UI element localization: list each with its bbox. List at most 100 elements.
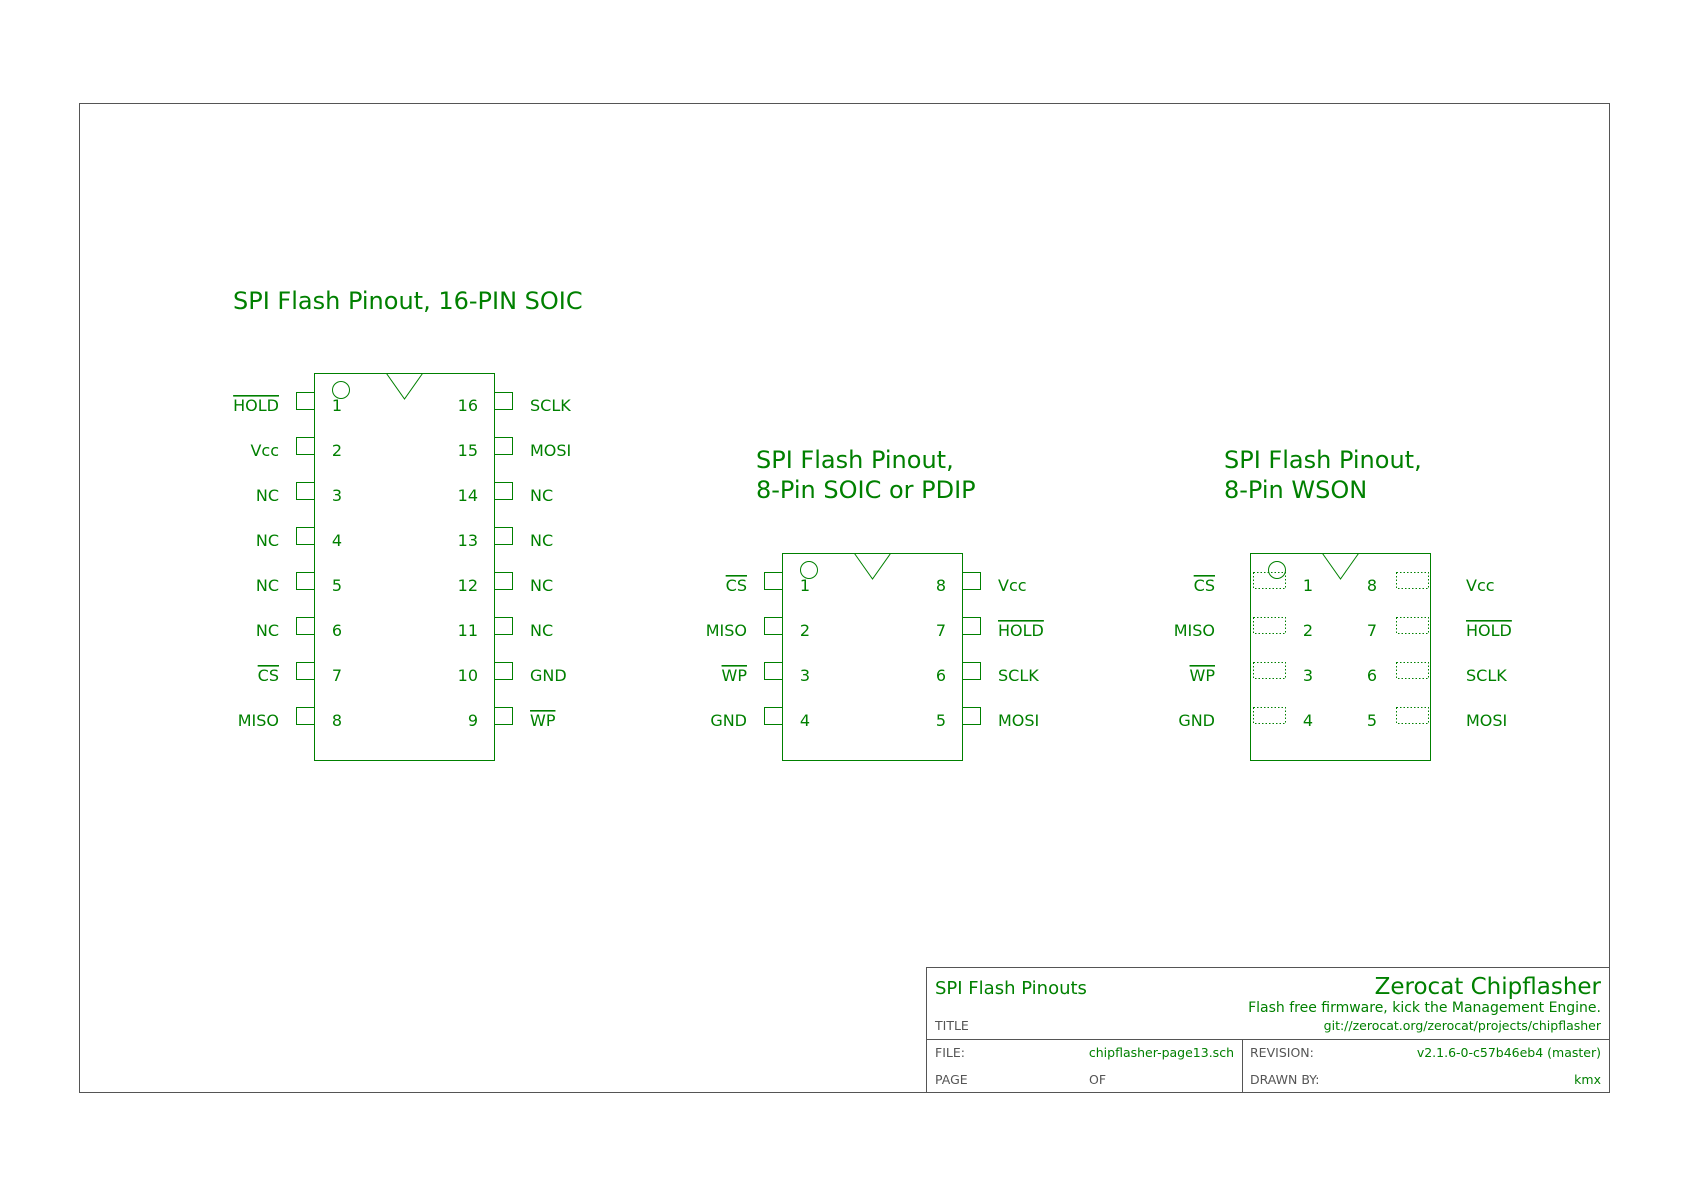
pin-number: 15: [458, 441, 478, 460]
pin-name: WP: [722, 666, 748, 685]
pin-number: 4: [332, 531, 342, 550]
diagram-title: 8-Pin SOIC or PDIP: [756, 476, 976, 504]
pin-name: MOSI: [1466, 711, 1507, 730]
pinout-soic8: SPI Flash Pinout,8-Pin SOIC or PDIP CS 1MI…: [706, 446, 1044, 761]
pin-number: 8: [1367, 576, 1377, 595]
pad-dotted: [1396, 572, 1429, 589]
chip-body: [1250, 553, 1431, 761]
pad-dotted: [1396, 707, 1429, 724]
pin-name: Vcc: [250, 441, 279, 460]
pin-number: 5: [332, 576, 342, 595]
pin-name: SCLK: [998, 666, 1039, 685]
pin-name: MOSI: [998, 711, 1039, 730]
pad-dotted: [1253, 617, 1286, 634]
pin-pad: [296, 707, 315, 725]
title-block-frame: [926, 967, 1610, 1093]
pin-number: 7: [936, 621, 946, 640]
pin-pad: [494, 482, 513, 500]
diagram-title: 8-Pin WSON: [1224, 476, 1367, 504]
pin-number: 4: [800, 711, 810, 730]
pin1-marker: [332, 381, 350, 399]
title-label: TITLE: [934, 1018, 969, 1033]
pin-number: 3: [800, 666, 810, 685]
diagram-title: SPI Flash Pinout, 16-PIN SOIC: [233, 287, 583, 315]
pin-pad: [494, 707, 513, 725]
pin-pad: [296, 617, 315, 635]
pin-number: 2: [800, 621, 810, 640]
pin-pad: [296, 437, 315, 455]
pin1-marker: [1268, 561, 1286, 579]
project-tagline: Flash free firmware, kick the Management…: [1248, 1000, 1601, 1016]
pin-pad: [764, 707, 783, 725]
pin-pad: [296, 662, 315, 680]
pin-name: NC: [256, 621, 279, 640]
pin-name: NC: [256, 576, 279, 595]
pin-pad: [764, 662, 783, 680]
pin-number: 9: [468, 711, 478, 730]
pin1-marker: [800, 561, 818, 579]
pin-number: 13: [458, 531, 478, 550]
pin-number: 12: [458, 576, 478, 595]
pin-name: NC: [530, 576, 553, 595]
pin-pad: [494, 572, 513, 590]
pin-pad: [296, 482, 315, 500]
pin-name: GND: [530, 666, 567, 685]
pin-number: 14: [458, 486, 478, 505]
pin-number: 5: [936, 711, 946, 730]
pad-dotted: [1253, 707, 1286, 724]
pad-dotted: [1396, 662, 1429, 679]
page-label: PAGE: [935, 1072, 968, 1087]
pin-number: 8: [332, 711, 342, 730]
pin-number: 2: [1303, 621, 1313, 640]
diagram-title: SPI Flash Pinout,: [756, 446, 954, 474]
sheet-title: SPI Flash Pinouts: [935, 978, 1087, 999]
pin-name: NC: [530, 531, 553, 550]
pin-name: MISO: [1174, 621, 1215, 640]
pin-name: HOLD: [233, 396, 279, 415]
pin-number: 6: [936, 666, 946, 685]
pin-pad: [494, 617, 513, 635]
pin-pad: [494, 437, 513, 455]
pin-number: 16: [458, 396, 478, 415]
pin-number: 3: [1303, 666, 1313, 685]
orientation-notch: [854, 553, 891, 580]
pin-name: WP: [530, 711, 556, 730]
pin-pad: [494, 527, 513, 545]
pin-number: 1: [332, 396, 342, 415]
pin-pad: [296, 527, 315, 545]
pin-name: CS: [1194, 576, 1215, 595]
pad-dotted: [1396, 617, 1429, 634]
pin-pad: [494, 392, 513, 410]
pin-number: 5: [1367, 711, 1377, 730]
pin-name: WP: [1190, 666, 1216, 685]
pin-name: NC: [530, 621, 553, 640]
pin-pad: [962, 662, 981, 680]
pin-number: 1: [1303, 576, 1313, 595]
pin-number: 1: [800, 576, 810, 595]
pin-number: 10: [458, 666, 478, 685]
pin-pad: [296, 392, 315, 410]
pin-name: NC: [530, 486, 553, 505]
revision-label: REVISION:: [1250, 1045, 1314, 1060]
pin-name: CS: [258, 666, 279, 685]
pin-name: MISO: [706, 621, 747, 640]
diagram-title: SPI Flash Pinout,: [1224, 446, 1422, 474]
pin-name: MISO: [238, 711, 279, 730]
orientation-notch: [1322, 553, 1359, 580]
pin-number: 7: [1367, 621, 1377, 640]
pin-name: GND: [1178, 711, 1215, 730]
pad-dotted: [1253, 662, 1286, 679]
drawn-by-label: DRAWN BY:: [1250, 1072, 1319, 1087]
pin-name: CS: [726, 576, 747, 595]
chip-body: [314, 373, 495, 761]
file-label: FILE:: [935, 1045, 965, 1060]
orientation-notch: [386, 373, 423, 400]
drawn-by-value: kmx: [1574, 1072, 1601, 1087]
pin-pad: [764, 572, 783, 590]
pin-pad: [764, 617, 783, 635]
pin-number: 6: [1367, 666, 1377, 685]
pin-number: 7: [332, 666, 342, 685]
of-label: OF: [1089, 1072, 1106, 1087]
